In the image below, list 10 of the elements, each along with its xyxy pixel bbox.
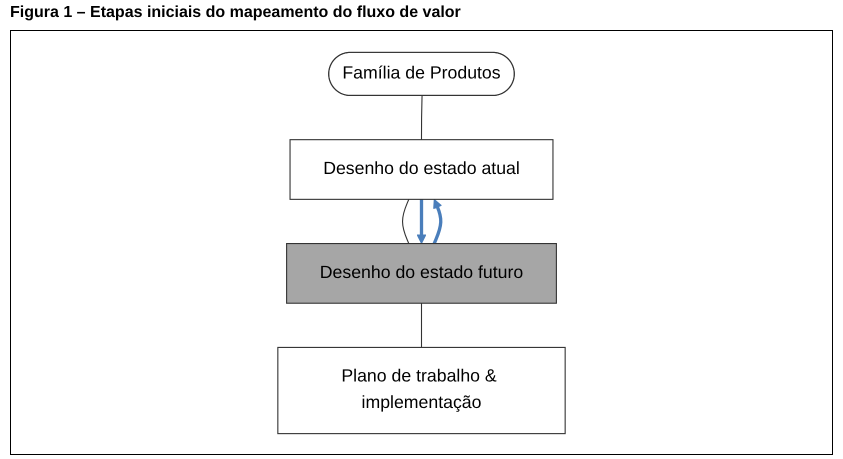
flow-diagram: Família de Produtos Desenho do estado atual Desenho do estado futuro Plano de trabalho & implementação	[269, 42, 574, 442]
arrow	[416, 198, 426, 244]
arrow	[432, 198, 442, 244]
connector	[420, 96, 423, 140]
node-box	[289, 138, 554, 200]
figure-title: Figura 1 – Etapas iniciais do mapeamento do fluxo de valor	[9, 3, 462, 23]
connector	[420, 302, 422, 347]
node-box	[277, 346, 566, 434]
node-box	[286, 242, 557, 304]
connector	[402, 198, 410, 244]
